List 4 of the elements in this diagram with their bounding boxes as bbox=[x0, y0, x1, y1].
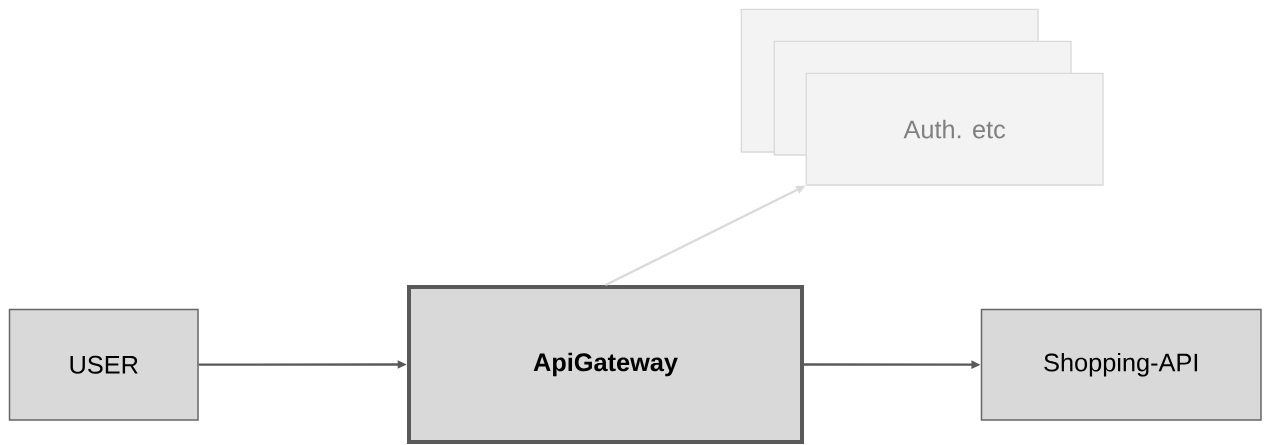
stacked-box: Auth. etc bbox=[805, 72, 1104, 186]
gateway-box: ApiGateway bbox=[407, 285, 804, 444]
process-box: Shopping-API bbox=[980, 308, 1262, 421]
process-box: USER bbox=[8, 308, 199, 421]
